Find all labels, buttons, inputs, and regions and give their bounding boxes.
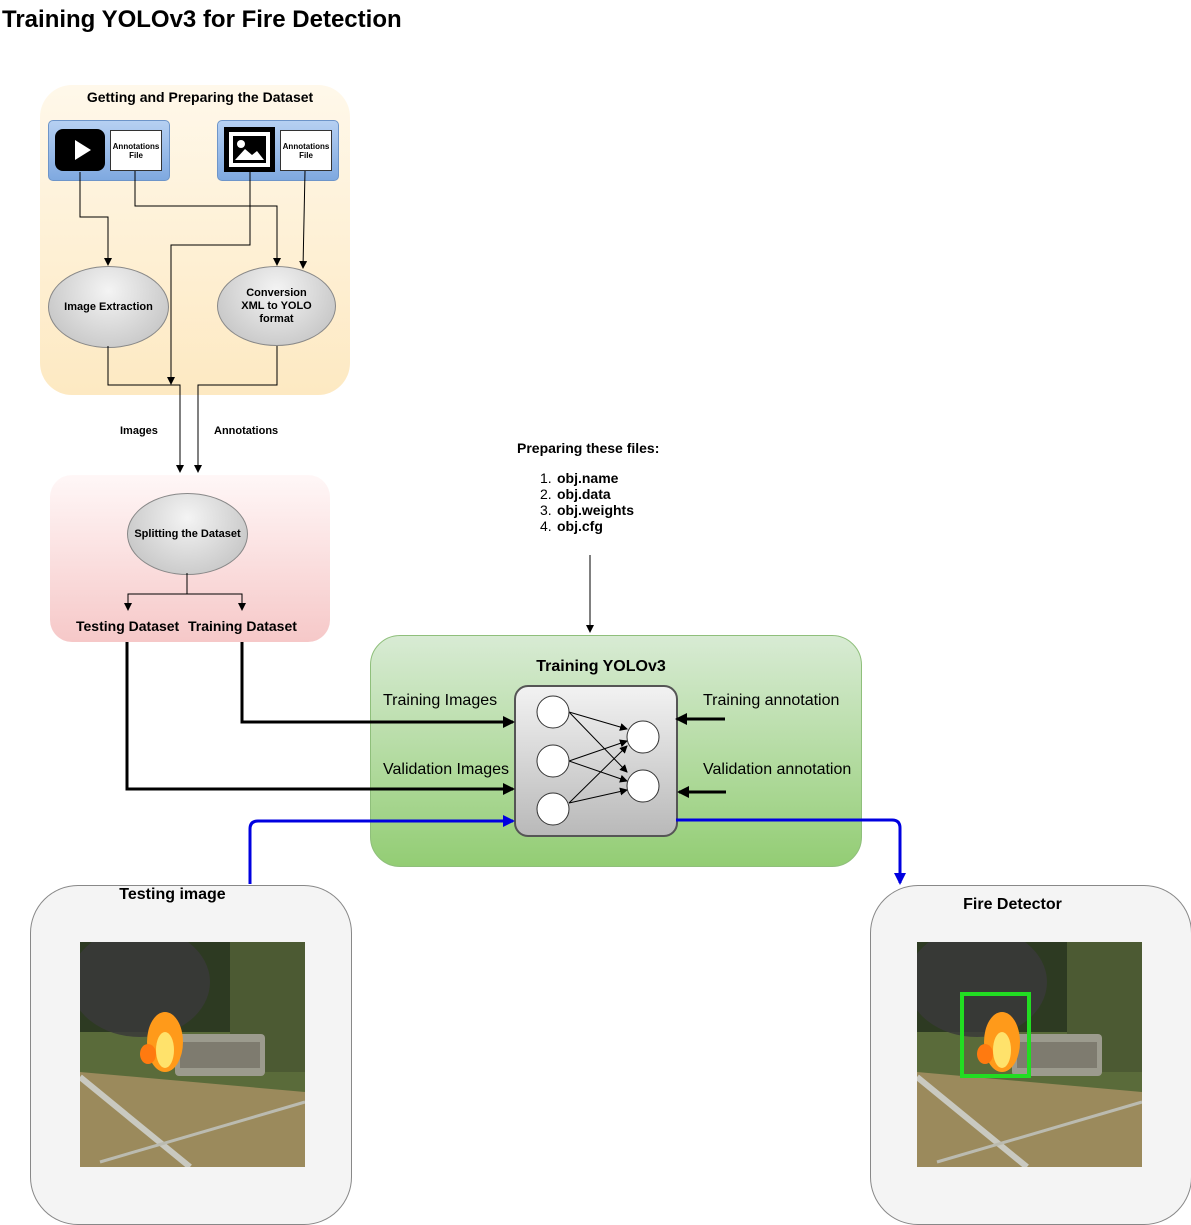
detected-fire-photo bbox=[917, 942, 1142, 1167]
split-to-testing-arrow bbox=[124, 573, 188, 611]
testing-image-header: Testing image bbox=[119, 886, 226, 903]
image-to-images-arrow bbox=[167, 172, 251, 385]
video-play-icon bbox=[55, 129, 105, 171]
image-icon bbox=[224, 127, 275, 172]
annotations-flow-label: Annotations bbox=[214, 425, 279, 437]
list-item: 1.obj.name bbox=[540, 470, 619, 486]
detector-output-arrow bbox=[676, 818, 906, 885]
annotations2-to-conversion-arrow bbox=[299, 170, 308, 269]
validation-annotation-label: Validation annotation bbox=[703, 761, 852, 778]
conversion-to-split-arrow bbox=[194, 346, 278, 473]
prep-header: Getting and Preparing the Dataset bbox=[86, 89, 314, 105]
annotations-to-conversion-arrow bbox=[134, 171, 281, 266]
annotations-file-1: Annotations File bbox=[110, 130, 162, 171]
training-images-label: Training Images bbox=[383, 692, 498, 709]
list-item: 3.obj.weights bbox=[540, 502, 634, 518]
testing-image-arrow bbox=[248, 815, 515, 884]
training-annotation-label: Training annotation bbox=[703, 692, 840, 709]
page-title: Training YOLOv3 for Fire Detection bbox=[2, 6, 402, 33]
conversion-node: Conversion XML to YOLO format bbox=[217, 266, 336, 346]
testing-dataset-label: Testing Dataset bbox=[76, 618, 180, 634]
annotations-file-2: Annotations File bbox=[280, 130, 332, 171]
nn-edges bbox=[568, 711, 628, 804]
files-header: Preparing these files: bbox=[517, 440, 660, 456]
train-header: Training YOLOv3 bbox=[536, 658, 666, 675]
training-images-arrow bbox=[240, 642, 515, 728]
image-extraction-node: Image Extraction bbox=[48, 266, 169, 348]
training-dataset-label: Training Dataset bbox=[188, 618, 297, 634]
nn-nodes bbox=[536, 695, 660, 826]
extraction-to-split-arrow bbox=[107, 346, 184, 473]
validation-images-arrow bbox=[125, 642, 515, 795]
split-to-training-arrow bbox=[187, 593, 246, 611]
fire-detector-header: Fire Detector bbox=[963, 896, 1062, 913]
files-list: 1.obj.name 2.obj.data 3.obj.weights 4.ob… bbox=[540, 470, 634, 534]
video-to-extraction-arrow bbox=[79, 172, 112, 266]
splitting-node: Splitting the Dataset bbox=[127, 493, 248, 575]
list-item: 2.obj.data bbox=[540, 486, 611, 502]
images-flow-label: Images bbox=[120, 425, 158, 437]
validation-images-label: Validation Images bbox=[383, 761, 509, 778]
fire-truck-photo bbox=[80, 942, 305, 1167]
bounding-box bbox=[960, 992, 1031, 1078]
list-item: 4.obj.cfg bbox=[540, 518, 603, 534]
